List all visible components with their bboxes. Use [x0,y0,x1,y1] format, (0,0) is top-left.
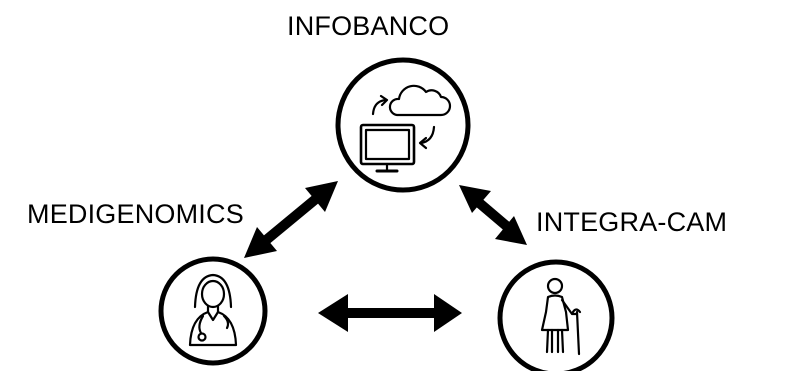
doctor-stethoscope-icon [188,273,238,347]
node-circle-medigenomics [158,256,268,366]
arrow-infobanco-medigenomics [244,181,338,258]
node-infobanco [335,57,471,193]
arrow-medigenomics-integra-cam [318,294,462,332]
node-label-infobanco: INFOBANCO [287,11,450,41]
arrow-infobanco-integra-cam [459,185,527,245]
node-circle-integra-cam [497,259,615,371]
node-circle-infobanco [335,57,471,193]
node-label-medigenomics: MEDIGENOMICS [27,199,244,229]
elderly-person-cane-icon [540,277,582,356]
cloud-computer-sync-icon [359,84,452,173]
node-integra-cam [497,259,615,371]
node-label-integra-cam: INTEGRA-CAM [536,207,728,237]
node-medigenomics [158,256,268,366]
